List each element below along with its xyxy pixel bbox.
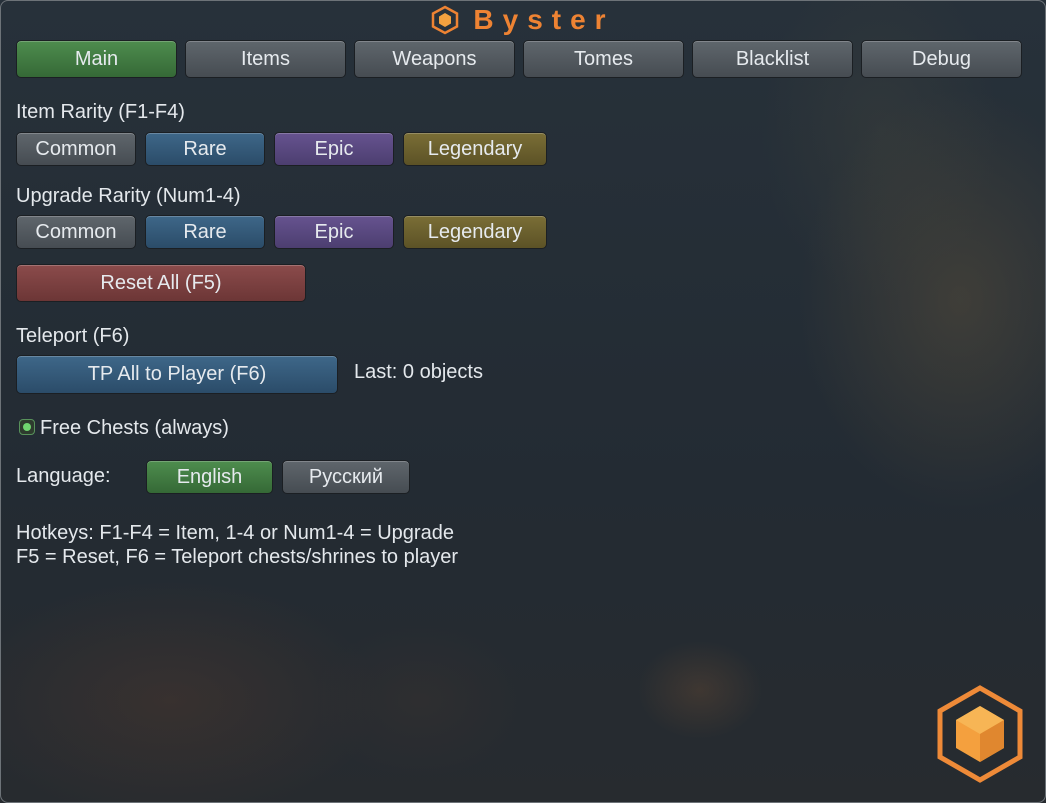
upgrade-rarity-legendary-button[interactable]: Legendary <box>403 215 547 249</box>
hexagon-cube-icon <box>934 684 1026 784</box>
language-label: Language: <box>16 465 111 487</box>
item-rarity-common-button[interactable]: Common <box>16 132 136 166</box>
tab-items[interactable]: Items <box>185 40 346 78</box>
hotkeys-line-2: F5 = Reset, F6 = Teleport chests/shrines… <box>16 546 459 568</box>
free-chests-label[interactable]: Free Chests (always) <box>40 417 229 439</box>
tp-all-to-player-button[interactable]: TP All to Player (F6) <box>16 355 338 394</box>
reset-all-button[interactable]: Reset All (F5) <box>16 264 306 302</box>
language-russian-button[interactable]: Русский <box>282 460 410 494</box>
tab-main[interactable]: Main <box>16 40 177 78</box>
teleport-status: Last: 0 objects <box>354 361 483 383</box>
language-english-button[interactable]: English <box>146 460 273 494</box>
item-rarity-legendary-button[interactable]: Legendary <box>403 132 547 166</box>
item-rarity-heading: Item Rarity (F1-F4) <box>16 101 185 123</box>
hotkeys-line-1: Hotkeys: F1-F4 = Item, 1-4 or Num1-4 = U… <box>16 522 454 544</box>
free-chests-toggle-icon[interactable] <box>19 419 35 435</box>
upgrade-rarity-heading: Upgrade Rarity (Num1-4) <box>16 185 241 207</box>
tab-blacklist[interactable]: Blacklist <box>692 40 853 78</box>
tab-tomes[interactable]: Tomes <box>523 40 684 78</box>
item-rarity-rare-button[interactable]: Rare <box>145 132 265 166</box>
upgrade-rarity-epic-button[interactable]: Epic <box>274 215 394 249</box>
item-rarity-epic-button[interactable]: Epic <box>274 132 394 166</box>
tab-weapons[interactable]: Weapons <box>354 40 515 78</box>
teleport-heading: Teleport (F6) <box>16 325 130 347</box>
tab-debug[interactable]: Debug <box>861 40 1022 78</box>
hexagon-logo-icon <box>431 5 459 35</box>
upgrade-rarity-rare-button[interactable]: Rare <box>145 215 265 249</box>
window-title-bar[interactable]: Byster <box>0 3 1046 37</box>
upgrade-rarity-common-button[interactable]: Common <box>16 215 136 249</box>
app-title: Byster <box>473 4 615 35</box>
